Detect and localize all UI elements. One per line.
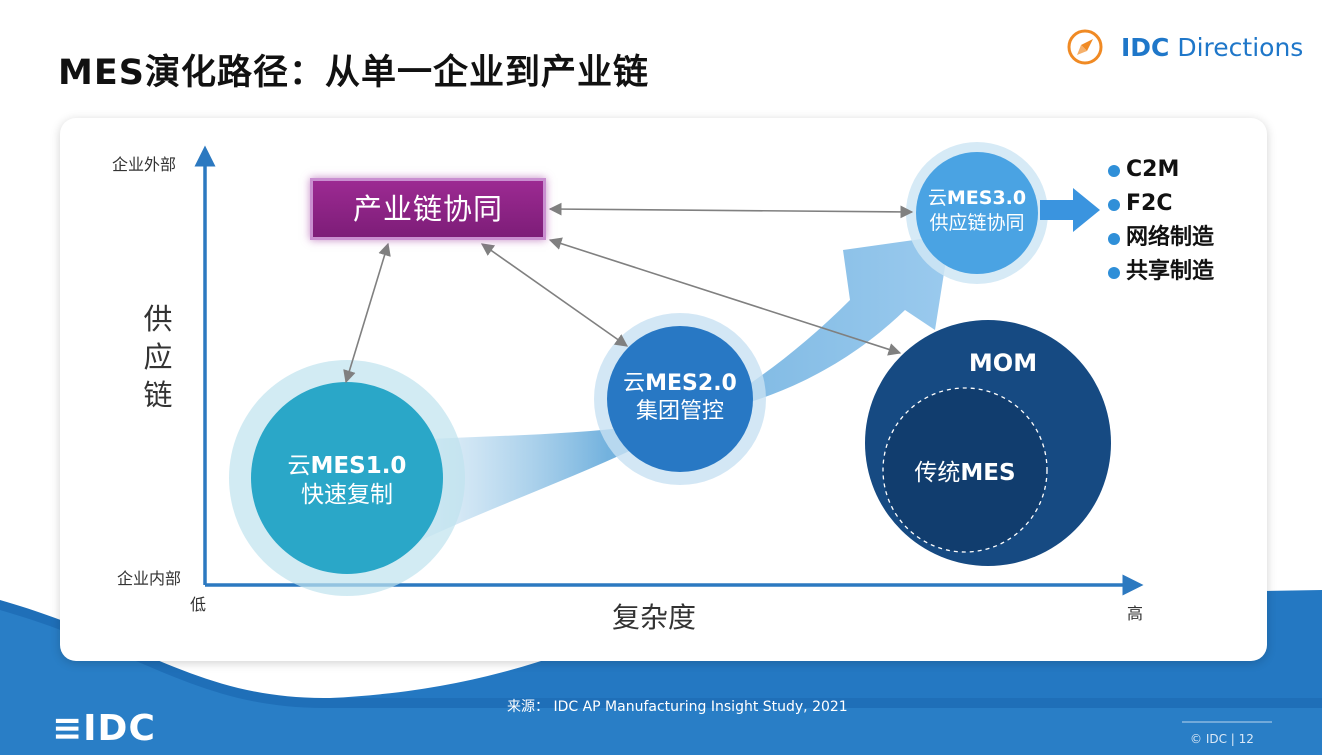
bullet-dot-icon <box>1108 165 1120 177</box>
brand-text: IDC Directions <box>1121 33 1304 62</box>
traditional-mes-label: 传统MES <box>914 460 1016 486</box>
page-number: © IDC | 12 <box>1190 732 1254 746</box>
mes2-circle <box>607 326 753 472</box>
industry-chain-box: 产业链协同 <box>310 178 546 240</box>
list-item: F2C <box>1106 190 1256 224</box>
mes2-label: 云MES2.0 集团管控 <box>623 371 737 424</box>
mes3-output-arrow <box>1040 188 1100 232</box>
source-note: 来源： IDC AP Manufacturing Insight Study, … <box>507 699 848 715</box>
bullet-dot-icon <box>1108 267 1120 279</box>
x-axis-title: 复杂度 <box>612 601 697 634</box>
compass-icon <box>1067 29 1103 65</box>
mes3-label: 云MES3.0 供应链协同 <box>927 187 1027 234</box>
connector-chain-mes2 <box>480 243 629 347</box>
footer-idc-logo: ≡IDC <box>52 708 156 749</box>
mes1-label: 云MES1.0 快速复制 <box>287 453 407 508</box>
y-axis-top-label: 企业外部 <box>112 155 177 174</box>
growth-arrow <box>380 235 950 560</box>
list-item: C2M <box>1106 156 1256 190</box>
bullet-dot-icon <box>1108 233 1120 245</box>
connector-chain-mom <box>548 237 902 356</box>
brand-logo: IDC Directions <box>1066 28 1306 68</box>
list-item: 网络制造 <box>1106 224 1256 258</box>
bullet-dot-icon <box>1108 199 1120 211</box>
model-list: C2M F2C 网络制造 共享制造 <box>1106 156 1256 292</box>
mes1-circle <box>251 382 443 574</box>
connector-chain-mes1 <box>343 242 391 384</box>
x-axis-low-label: 低 <box>190 595 207 614</box>
y-axis-title: 供 应 链 <box>143 302 173 412</box>
page-title: MES演化路径：从单一企业到产业链 <box>58 53 649 93</box>
mes3-circle <box>916 152 1038 274</box>
x-axis-high-label: 高 <box>1127 604 1144 623</box>
connector-chain-mes3 <box>548 202 914 219</box>
list-item: 共享制造 <box>1106 258 1256 292</box>
traditional-mes-circle <box>882 387 1048 553</box>
y-axis-bottom-label: 企业内部 <box>117 569 182 588</box>
mom-label: MOM <box>968 349 1038 377</box>
